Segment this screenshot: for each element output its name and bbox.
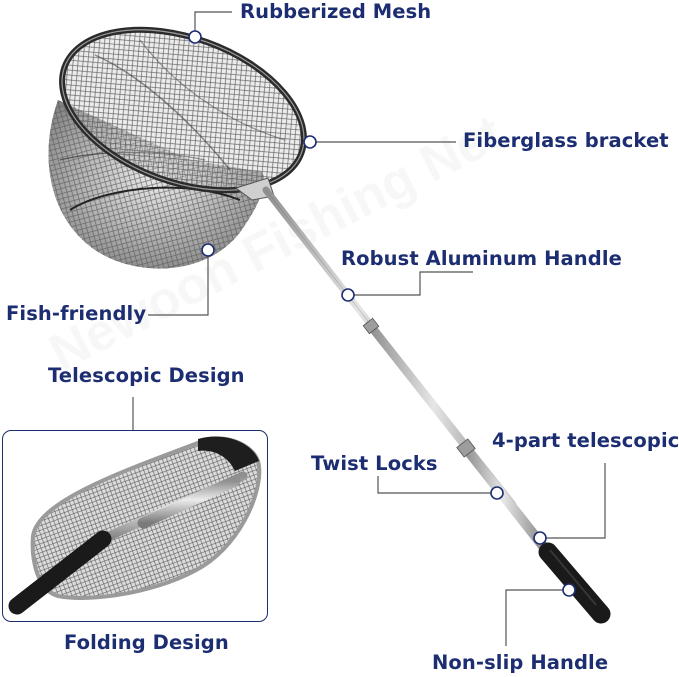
- label-folding-design: Folding Design: [64, 631, 229, 654]
- folding-design-inset: [2, 430, 268, 622]
- label-4-part-telescopic: 4-part telescopic: [492, 429, 679, 452]
- non-slip-grip: [538, 542, 611, 624]
- label-robust-aluminum-handle: Robust Aluminum Handle: [341, 247, 622, 270]
- telescopic-pole: [262, 186, 555, 560]
- folded-net-illustration: [8, 436, 262, 615]
- label-fiberglass-bracket: Fiberglass bracket: [463, 129, 669, 152]
- label-telescopic-design: Telescopic Design: [48, 364, 245, 387]
- hoop-mesh: [62, 29, 304, 191]
- label-twist-locks: Twist Locks: [311, 452, 438, 475]
- label-fish-friendly: Fish-friendly: [6, 302, 147, 325]
- label-rubberized-mesh: Rubberized Mesh: [240, 0, 432, 23]
- label-non-slip-handle: Non-slip Handle: [432, 651, 609, 674]
